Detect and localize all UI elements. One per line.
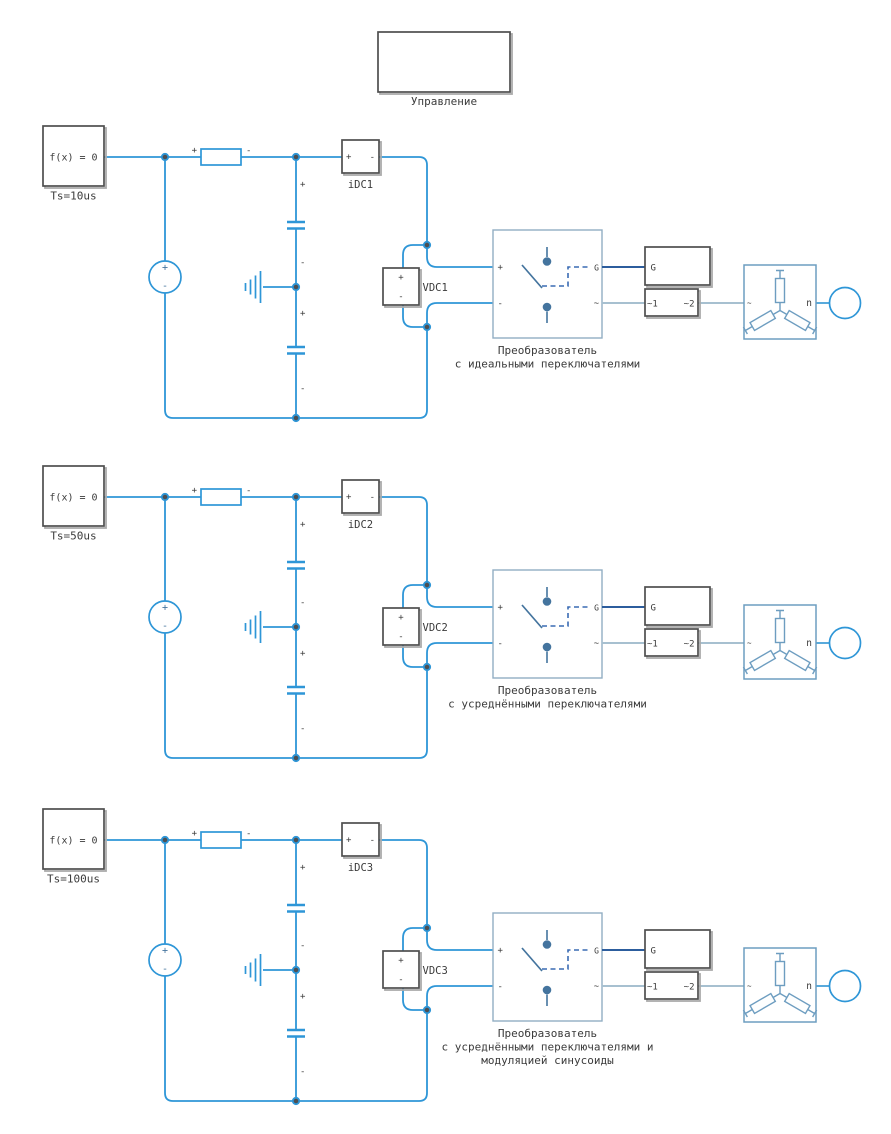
vdc-minus: -	[398, 632, 403, 642]
converter-caption-line2: с идеальными переключателями	[455, 358, 640, 371]
ac1-port: ~1	[647, 300, 658, 310]
converter-plus-port: +	[498, 946, 504, 956]
converter-caption-line3: модуляцией синусоиды	[481, 1054, 614, 1067]
resistor-plus: +	[192, 829, 198, 839]
converter-caption-line1: Преобразователь	[498, 684, 597, 697]
ac2-port: ~2	[684, 300, 695, 310]
idc-plus: +	[346, 836, 352, 846]
circuit-row-1: f(x) = 0 Ts=10us + - + - + - + - iDC1 + …	[43, 126, 861, 421]
cap-top-plus: +	[300, 863, 306, 873]
converter-plus-port: +	[498, 603, 504, 613]
machine-neutral-port: n	[806, 298, 812, 309]
converter-caption-line1: Преобразователь	[498, 344, 597, 357]
resistor-minus: -	[246, 829, 251, 839]
converter-plus-port: +	[498, 263, 504, 273]
ac1-port: ~1	[647, 640, 658, 650]
fx-label: f(x) = 0	[49, 493, 97, 504]
converter-minus-port: -	[498, 639, 503, 649]
control-block-label: Управление	[411, 95, 477, 108]
machine-ac-port: ~	[747, 299, 752, 308]
gate-block-port: G	[651, 947, 656, 957]
source-minus: -	[162, 621, 168, 632]
cap-bottom-plus: +	[300, 649, 306, 659]
resistor-minus: -	[246, 146, 251, 156]
machine-neutral-port: n	[806, 638, 812, 649]
sample-time-label: Ts=10us	[50, 190, 96, 203]
converter-ac-port: ~	[594, 639, 599, 649]
converter-gate-port: G	[594, 264, 599, 273]
cap-top-plus: +	[300, 180, 306, 190]
vdc-plus: +	[398, 956, 404, 966]
gate-block-port: G	[651, 604, 656, 614]
cap-top-plus: +	[300, 520, 306, 530]
source-plus: +	[162, 603, 168, 614]
gate-block-port: G	[651, 264, 656, 274]
source-minus: -	[162, 964, 168, 975]
machine-neutral-port: n	[806, 981, 812, 992]
source-minus: -	[162, 281, 168, 292]
voltage-sensor-label: VDC2	[423, 622, 448, 634]
fx-label: f(x) = 0	[49, 836, 97, 847]
converter-minus-port: -	[498, 299, 503, 309]
cap-top-minus: -	[300, 258, 305, 268]
source-plus: +	[162, 946, 168, 957]
sample-time-label: Ts=50us	[50, 530, 96, 543]
current-sensor-label: iDC2	[348, 519, 373, 531]
machine-ac-port: ~	[747, 982, 752, 991]
vdc-minus: -	[398, 292, 403, 302]
control-block[interactable]	[377, 31, 511, 93]
voltage-sensor-label: VDC3	[423, 965, 448, 977]
cap-top-minus: -	[300, 941, 305, 951]
cap-bottom-minus: -	[300, 384, 305, 394]
cap-bottom-minus: -	[300, 724, 305, 734]
idc-minus: -	[370, 153, 375, 163]
converter-gate-port: G	[594, 947, 599, 956]
sample-time-label: Ts=100us	[47, 873, 100, 886]
converter-caption-line2: с усреднёнными переключателями и	[442, 1041, 654, 1054]
idc-plus: +	[346, 153, 352, 163]
converter-ac-port: ~	[594, 299, 599, 309]
cap-top-minus: -	[300, 598, 305, 608]
current-sensor-label: iDC3	[348, 862, 373, 874]
vdc-plus: +	[398, 613, 404, 623]
resistor-plus: +	[192, 146, 198, 156]
resistor-plus: +	[192, 486, 198, 496]
circuit-row-2: f(x) = 0 Ts=50us + - + - + - + - iDC2 + …	[43, 466, 861, 761]
cap-bottom-plus: +	[300, 992, 306, 1002]
machine-ac-port: ~	[747, 639, 752, 648]
converter-minus-port: -	[498, 982, 503, 992]
resistor-minus: -	[246, 486, 251, 496]
idc-minus: -	[370, 836, 375, 846]
cap-bottom-plus: +	[300, 309, 306, 319]
voltage-sensor-label: VDC1	[423, 282, 448, 294]
control-block-group: Управление	[377, 31, 513, 108]
ac2-port: ~2	[684, 640, 695, 650]
converter-ac-port: ~	[594, 982, 599, 992]
converter-caption-line2: с усреднёнными переключателями	[448, 698, 647, 711]
current-sensor-label: iDC1	[348, 179, 373, 191]
idc-minus: -	[370, 493, 375, 503]
converter-caption-line1: Преобразователь	[498, 1027, 597, 1040]
ac2-port: ~2	[684, 983, 695, 993]
circuit-row-3: f(x) = 0 Ts=100us + - + - + - + - iDC3 +…	[43, 809, 861, 1104]
idc-plus: +	[346, 493, 352, 503]
source-plus: +	[162, 263, 168, 274]
fx-label: f(x) = 0	[49, 153, 97, 164]
vdc-plus: +	[398, 273, 404, 283]
cap-bottom-minus: -	[300, 1067, 305, 1077]
converter-gate-port: G	[594, 604, 599, 613]
ac1-port: ~1	[647, 983, 658, 993]
vdc-minus: -	[398, 975, 403, 985]
